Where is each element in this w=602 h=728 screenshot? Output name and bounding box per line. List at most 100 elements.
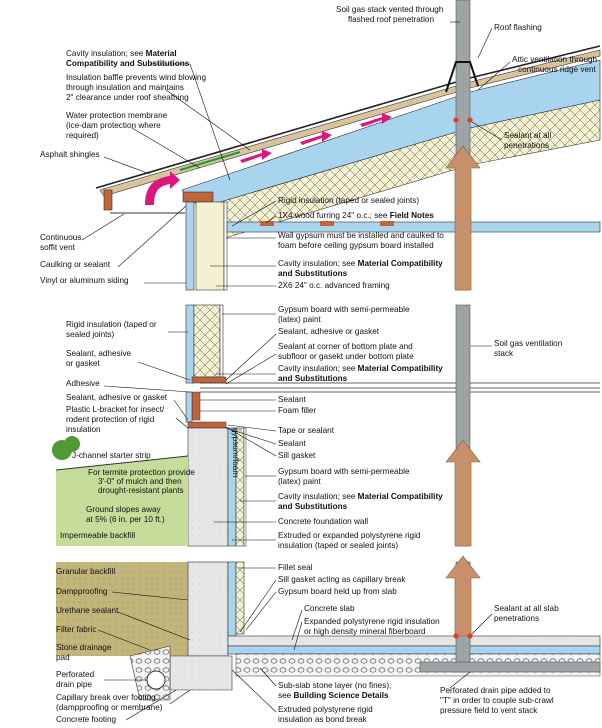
- label-fillet: Fillet seal: [278, 563, 313, 572]
- label-cavity-mid3-b: Material Compatibility: [358, 492, 444, 501]
- label-sealant-slab-2: penetrations: [494, 614, 539, 623]
- leader-sealant-adh-3: [173, 399, 189, 421]
- leader-filter: [97, 629, 151, 651]
- label-backfill: Impermeable backfill: [60, 531, 135, 540]
- labels-right-top: Soil gas stack vented through flashed ro…: [210, 5, 598, 290]
- furring-strip-1: [260, 221, 274, 226]
- label-soil-gas-1: Soil gas stack vented through: [336, 5, 444, 14]
- leader-cavity-top: [150, 63, 231, 181]
- label-attic-vent-1: Attic ventilation through: [512, 55, 598, 64]
- wall-cavity-top: [195, 201, 225, 291]
- label-sealant-corner: Sealant, adhesive or gasket: [278, 327, 380, 336]
- label-sealant-pen-2: penetrations: [504, 141, 549, 150]
- mid-rigid-upper: [185, 304, 195, 384]
- leader-footing: [125, 689, 177, 721]
- label-cap-break-1: Capillary break over footing: [56, 693, 156, 702]
- lower-foundation-wall: [187, 561, 229, 657]
- drain-pipe-t: [419, 661, 601, 673]
- sealant-slab-right: [467, 633, 473, 639]
- ridge-vent-arrow-2: [300, 131, 332, 145]
- leader-soffit: [81, 213, 125, 241]
- label-perf-pipe-3: pressure field to vent stack: [440, 706, 538, 715]
- leader-baffle: [165, 89, 251, 151]
- label-sill-gasket: Sill gasket: [278, 451, 316, 460]
- stack-up-arrow-low: [445, 555, 481, 637]
- perforated-drain-pipe: [146, 670, 166, 690]
- label-cavity-mid1: Cavity insulation; see Material Compatib…: [278, 259, 443, 268]
- label-sealant-bottom-1: Sealant at corner of bottom plate and: [278, 342, 413, 351]
- label-cavity-mid2-b: Material Compatibility: [358, 364, 444, 373]
- label-perf-drain-1: Perforated: [56, 670, 95, 679]
- wall-stamp: gypsum/foam: [231, 428, 240, 477]
- label-rigid-top: Rigid insulation (taped or sealed joints…: [278, 196, 419, 205]
- label-wall-gyp-2: foam before ceiling gypsum board install…: [278, 241, 434, 250]
- label-xps-1: Extruded or expanded polystyrene rigid: [278, 531, 421, 540]
- label-cavity-mid1-a: Cavity insulation; see: [278, 259, 356, 268]
- leader-sealant-pen: [471, 121, 503, 141]
- soffit-intake-arrow: [145, 171, 180, 205]
- label-cavity-top-1a: Cavity insulation; see: [66, 49, 144, 58]
- ridge-vent-arrow-3: [360, 113, 392, 127]
- label-urethane: Urethane sealant: [56, 606, 119, 615]
- label-rigid-mid-1: Rigid insulation (taped or: [66, 320, 157, 329]
- leader-urethane: [117, 611, 191, 641]
- label-xps-2: insulation (taped or sealed joints): [278, 541, 398, 550]
- label-termite-1: For termite protection provide: [88, 468, 195, 477]
- concrete-slab: [227, 635, 601, 647]
- rim-joist: [191, 391, 201, 421]
- leader-sealant-corner: [225, 333, 277, 381]
- label-granular: Granular backfill: [56, 567, 115, 576]
- roof-flashing-shape: [445, 61, 479, 93]
- mid-rigid-rim: [185, 391, 193, 423]
- leader-cap-break: [169, 689, 191, 705]
- slab-eps: [227, 645, 601, 655]
- labels-bottom: Granular backfill Dampproofing Urethane …: [56, 563, 559, 724]
- label-sealant-adh-2: or gasket: [66, 359, 100, 368]
- ground-line: [55, 455, 189, 471]
- label-asphalt: Asphalt shingles: [40, 150, 100, 159]
- label-gyp-held: Gypsum board held up from slab: [278, 587, 397, 596]
- label-cap-break-2: (dampproofing or membrane): [56, 703, 163, 712]
- label-sealant-a: Sealant: [278, 395, 306, 404]
- label-caulking: Caulking or sealant: [40, 260, 111, 269]
- concrete-footing: [169, 655, 233, 691]
- fascia-board: [103, 189, 113, 211]
- leader-gyp-held: [245, 591, 277, 631]
- label-baffle-3: 2" clearance under roof sheathing: [66, 93, 189, 102]
- label-sill-cap: Sill gasket acting as capillary break: [278, 575, 406, 584]
- foundation-wall: [187, 427, 229, 547]
- leader-damp: [111, 591, 189, 601]
- furring-strip-2: [320, 221, 334, 226]
- label-baffle-1: Insulation baffle prevents wind blowing: [66, 73, 206, 82]
- label-termite-2: 3'-0" of mulch and then: [98, 477, 182, 486]
- lower-interior-rigid: [227, 561, 237, 637]
- label-foam-filler: Foam filler: [278, 406, 316, 415]
- leader-wpm: [131, 127, 201, 169]
- label-sealant-adh-3: Sealant, adhesive or gasket: [66, 393, 168, 402]
- leader-subslab: [259, 667, 277, 687]
- wall-gypsum-top: [223, 201, 228, 291]
- label-cavity-mid2-c: and Substitutions: [278, 374, 348, 383]
- lower-interior-batt: [235, 561, 245, 635]
- label-cavity-mid2: Cavity insulation; see Material Compatib…: [278, 364, 443, 373]
- roof-section: [95, 0, 601, 291]
- leader-slab: [291, 609, 303, 641]
- label-baffle-2: through insulation and maintains: [66, 83, 184, 92]
- leader-sealant-bottom: [225, 353, 277, 385]
- label-cavity-mid1-c: and Substitutions: [278, 269, 348, 278]
- leader-perf-pipe: [449, 671, 471, 689]
- label-conc-wall: Concrete foundation wall: [278, 517, 368, 526]
- label-damp: Dampproofing: [56, 587, 108, 596]
- mid-batt-upper: [193, 304, 221, 378]
- leader-eps: [293, 621, 303, 651]
- label-subslab-2a: see: [278, 691, 292, 700]
- label-cavity-mid3: Cavity insulation; see Material Compatib…: [278, 492, 443, 501]
- label-cavity-top-2: Compatibility and Substitutions: [66, 59, 190, 68]
- leader-lbracket: [175, 417, 189, 429]
- leader-adhesive: [103, 385, 191, 393]
- leader-xps-bond: [231, 669, 277, 713]
- leader-sill-cap: [239, 579, 277, 633]
- stack-up-arrow-mid: [445, 439, 481, 547]
- label-wall-gyp-1: Wall gypsum must be installed and caulke…: [278, 231, 444, 240]
- label-subslab-1: Sub-slab stone layer (no fines);: [278, 681, 391, 690]
